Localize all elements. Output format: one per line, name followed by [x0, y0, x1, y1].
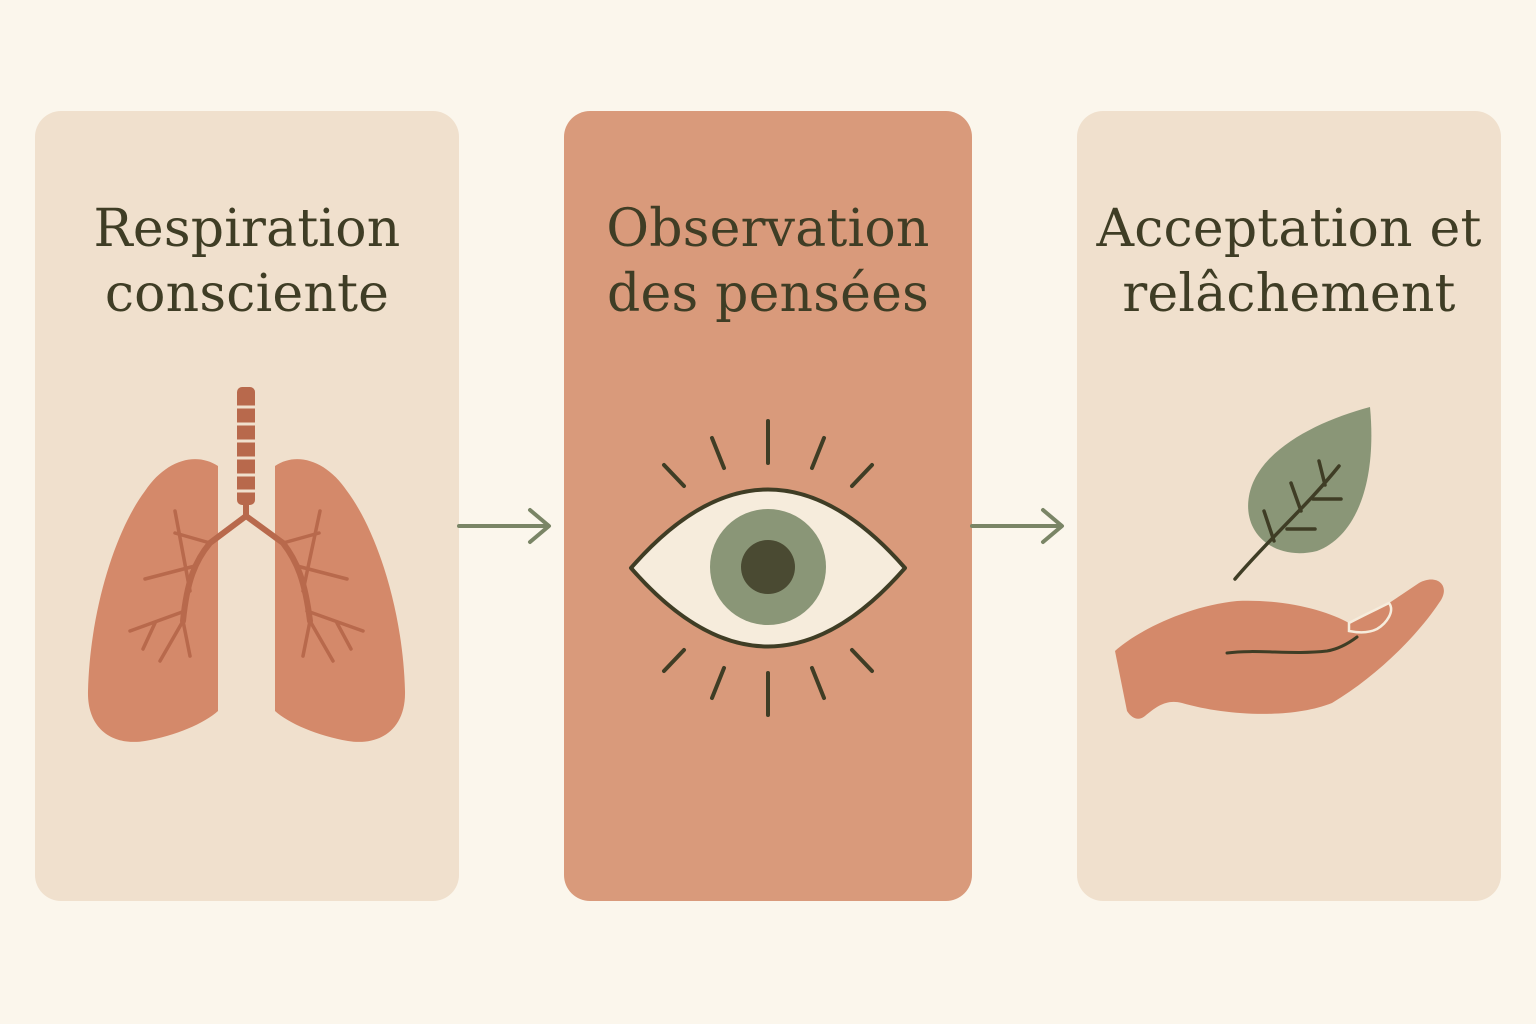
step-title-line2: relâchement [1122, 264, 1456, 324]
step-card-observation: Observation des pensées [564, 111, 972, 901]
step-title-line1: Respiration [93, 199, 401, 259]
step-card-breathing: Respiration consciente [35, 111, 459, 901]
step-title-line2: des pensées [607, 264, 929, 324]
lungs-icon [87, 387, 406, 742]
eye-icon [629, 419, 907, 717]
step-card-acceptance: Acceptation et relâchement [1077, 111, 1501, 901]
hand-leaf-icon [1115, 407, 1444, 719]
step-title-acceptance: Acceptation et relâchement [1077, 197, 1501, 327]
step-title-line2: consciente [104, 264, 390, 324]
step-title-breathing: Respiration consciente [35, 197, 459, 327]
step-title-line1: Observation [606, 199, 930, 259]
step-title-line1: Acceptation et [1096, 199, 1482, 259]
arrow-right-icon [970, 508, 1064, 544]
arrow-right-icon [457, 508, 551, 544]
step-title-observation: Observation des pensées [564, 197, 972, 327]
